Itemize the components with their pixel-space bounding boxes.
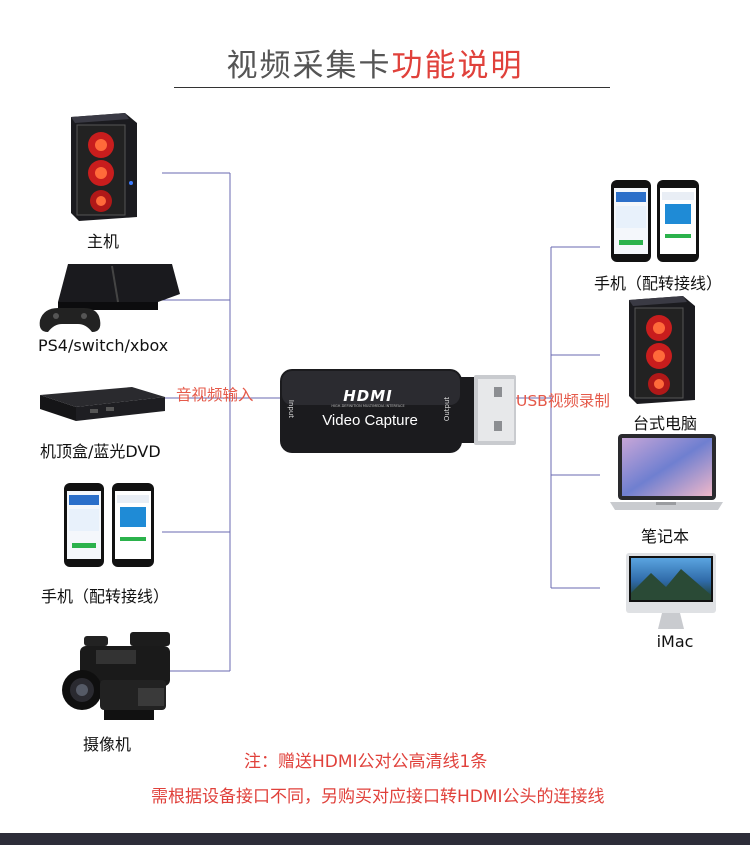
output-port-label: Output bbox=[443, 394, 451, 424]
hdmi-logo: HDMI bbox=[328, 387, 408, 405]
device-label: 手机（配转接线） bbox=[594, 270, 744, 294]
smartphone-icon bbox=[64, 481, 156, 569]
camcorder-icon bbox=[60, 630, 178, 722]
device-name: Video Capture bbox=[300, 412, 440, 429]
device-label: 主机 bbox=[63, 228, 143, 252]
smartphone-icon bbox=[611, 178, 701, 264]
set-top-box-icon bbox=[40, 387, 165, 423]
footer-bar bbox=[0, 833, 750, 845]
device-label: PS4/switch/xbox bbox=[38, 336, 188, 355]
note-line-2: 需根据设备接口不同，另购买对应接口转HDMI公头的连接线 bbox=[151, 782, 605, 807]
device-label: 笔记本 bbox=[630, 523, 700, 547]
note-line-1: 注：赠送HDMI公对公高清线1条 bbox=[244, 747, 487, 772]
device-label: iMac bbox=[640, 632, 710, 651]
device-label: 台式电脑 bbox=[620, 410, 710, 434]
pc-tower-icon bbox=[63, 113, 139, 221]
imac-icon bbox=[626, 553, 716, 633]
video-capture-device bbox=[280, 363, 516, 455]
laptop-icon bbox=[610, 434, 723, 514]
device-label: 摄像机 bbox=[62, 731, 152, 755]
input-label: 音视频输入 bbox=[176, 383, 254, 405]
hdmi-subtitle: HIGH-DEFINITION MULTIMEDIA INTERFACE bbox=[322, 404, 414, 408]
input-port-label: Input bbox=[287, 396, 295, 422]
pc-tower-icon bbox=[621, 296, 697, 404]
output-label: USB视频录制 bbox=[516, 389, 610, 411]
device-label: 手机（配转接线） bbox=[41, 583, 191, 607]
device-label: 机顶盒/蓝光DVD bbox=[40, 438, 190, 462]
game-console-icon bbox=[38, 262, 180, 334]
